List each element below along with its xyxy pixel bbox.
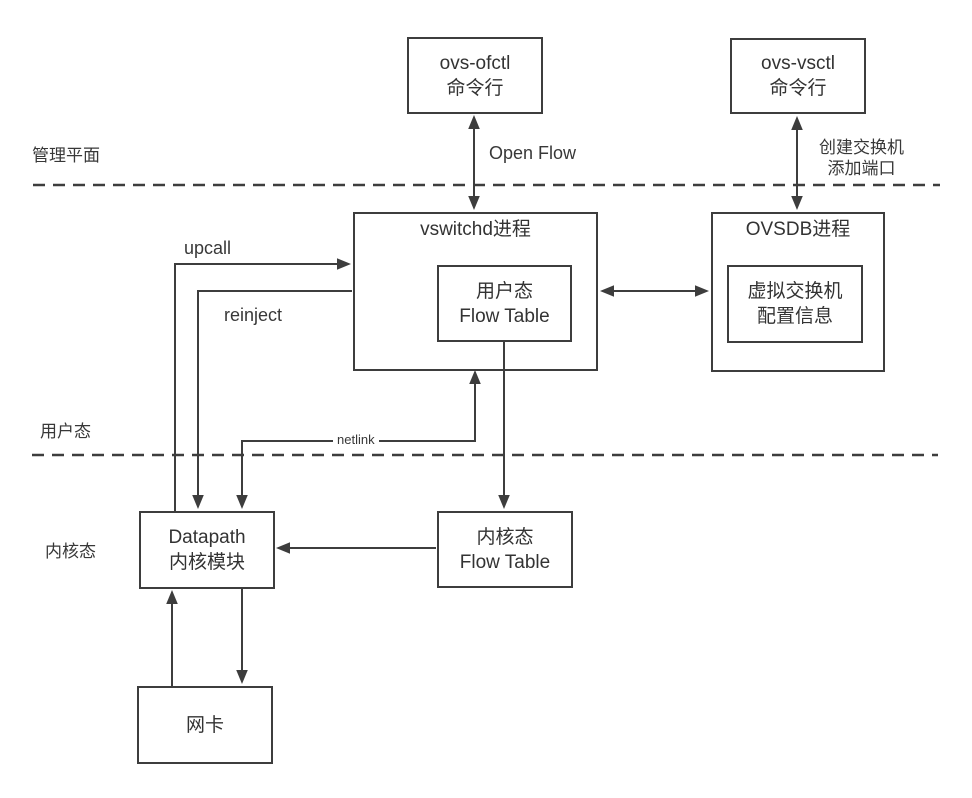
node-user-flow-table: 用户态 Flow Table — [437, 265, 572, 342]
node-ovs-vsctl: ovs-vsctl 命令行 — [730, 38, 866, 114]
node-datapath-line1: Datapath — [168, 527, 246, 548]
node-kernel-flow-table-line2: Flow Table — [459, 551, 551, 573]
node-vswitchd: vswitchd进程 用户态 Flow Table — [353, 212, 598, 371]
arrowhead-kernelft-left — [276, 542, 290, 554]
arrowhead-nic-up — [166, 590, 178, 604]
arrowhead-netlink-up — [469, 370, 481, 384]
node-ovs-vsctl-line1: ovs-vsctl — [761, 53, 835, 74]
node-ovs-ofctl-line1: ovs-ofctl — [439, 52, 511, 74]
arrowhead-reinject-down — [192, 495, 204, 509]
arrowhead-netlink-down — [236, 495, 248, 509]
edge-label-create-switch-line1: 创建交换机 — [819, 138, 904, 157]
arrowhead-ovsdb-left — [600, 285, 614, 297]
node-switch-config: 虚拟交换机 配置信息 — [727, 265, 863, 343]
edge-label-create-switch-line2: 添加端口 — [827, 159, 896, 178]
node-switch-config-line2: 配置信息 — [756, 306, 833, 327]
edge-label-create-switch: 创建交换机 添加端口 — [804, 137, 919, 179]
node-ovsdb: OVSDB进程 虚拟交换机 配置信息 — [711, 212, 885, 372]
node-switch-config-line1: 虚拟交换机 — [747, 281, 843, 302]
arrowhead-upcall-right — [337, 258, 351, 270]
arrowhead-ofctl-down — [468, 196, 480, 210]
layer-label-management-plane: 管理平面 — [32, 146, 100, 165]
edge-label-upcall: upcall — [184, 238, 232, 258]
connector-upcall-line — [174, 263, 347, 511]
edge-label-reinject: reinject — [224, 305, 283, 325]
arrowhead-vsctl-up — [791, 116, 803, 130]
node-ovsdb-title: OVSDB进程 — [745, 219, 851, 240]
node-vswitchd-title: vswitchd进程 — [420, 219, 531, 240]
node-ovs-ofctl-line2: 命令行 — [446, 77, 504, 99]
arrowhead-flowtable-down — [498, 495, 510, 509]
arrowhead-nic-down — [236, 670, 248, 684]
layer-label-user-space: 用户态 — [40, 422, 91, 441]
layer-label-kernel-space: 内核态 — [45, 542, 96, 561]
arrowhead-ovsdb-right — [695, 285, 709, 297]
arrowhead-vsctl-down — [791, 196, 803, 210]
node-nic-line1: 网卡 — [185, 714, 224, 736]
node-ovs-ofctl: ovs-ofctl 命令行 — [407, 37, 543, 114]
node-kernel-flow-table: 内核态 Flow Table — [437, 511, 573, 588]
arrowhead-ofctl-up — [468, 115, 480, 129]
node-user-flow-table-line1: 用户态 — [475, 280, 533, 302]
edge-label-openflow: Open Flow — [489, 143, 577, 163]
node-datapath-line2: 内核模块 — [168, 552, 245, 573]
node-ovs-vsctl-line2: 命令行 — [769, 78, 827, 99]
edge-label-netlink: netlink — [333, 433, 379, 447]
node-datapath: Datapath 内核模块 — [139, 511, 275, 589]
node-nic: 网卡 — [137, 686, 273, 764]
node-kernel-flow-table-line1: 内核态 — [476, 526, 534, 548]
node-user-flow-table-line2: Flow Table — [459, 305, 550, 327]
